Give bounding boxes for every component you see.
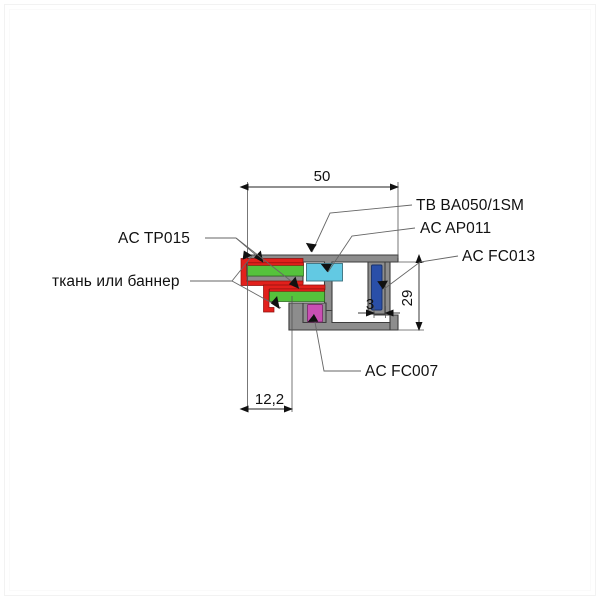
leader-ac-fc007 <box>313 313 361 372</box>
strip-red-upper <box>246 262 304 266</box>
leader-fabric-arrow2 <box>270 295 280 310</box>
strip-red-lower <box>269 288 325 292</box>
insert-green-upper <box>246 263 304 277</box>
callout-ac-fc007: AC FC007 <box>307 313 438 380</box>
leader-fabric-arrow1 <box>242 250 253 260</box>
leader-tb-ba050 <box>311 204 413 253</box>
label-ac-fc013: AC FC013 <box>462 248 535 265</box>
dim50-text: 50 <box>314 168 331 185</box>
dimension-50: 50 <box>239 168 399 258</box>
callout-ac-fc013: AC FC013 <box>377 248 535 290</box>
label-tb-ba050-1sm: TB BA050/1SM <box>416 197 524 214</box>
inserts-group <box>240 258 383 323</box>
callout-fabric-or-banner: ткань или баннер <box>52 250 282 310</box>
leader-ac-fc007-arrow <box>307 314 319 322</box>
label-fabric-or-banner: ткань или баннер <box>52 273 180 290</box>
gasket-cyan-ap011 <box>306 263 343 282</box>
dimension-29: 29 <box>398 254 424 331</box>
leader-ac-fc013-arrow <box>377 280 388 290</box>
label-ac-fc007: AC FC007 <box>365 363 438 380</box>
callout-ac-tp015: AC TP015 <box>118 230 301 289</box>
clip-red-lower <box>263 284 326 313</box>
label-ac-ap011: AC AP011 <box>420 220 491 237</box>
leader-ac-ap011 <box>327 227 416 273</box>
callout-ac-ap011: AC AP011 <box>320 220 491 273</box>
leader-ac-tp015-arrow2 <box>288 276 300 289</box>
leader-ac-tp015-branch2 <box>235 237 301 289</box>
leader-fabric-branch1 <box>231 255 253 282</box>
dim29-text: 29 <box>399 290 416 307</box>
dim122-text: 12,2 <box>255 391 284 408</box>
dimension-3: 3 <box>358 296 400 318</box>
label-ac-tp015: AC TP015 <box>118 230 190 247</box>
dim3-text: 3 <box>366 296 374 313</box>
leader-tb-ba050-arrow <box>305 242 317 253</box>
callout-tb-ba050-1sm: TB BA050/1SM <box>305 197 524 253</box>
dimension-12-2: 12,2 <box>239 262 293 413</box>
leader-ac-ap011-arrow <box>320 263 332 273</box>
leader-ac-fc013 <box>383 255 459 290</box>
leader-ac-tp015-arrow1 <box>254 250 264 263</box>
